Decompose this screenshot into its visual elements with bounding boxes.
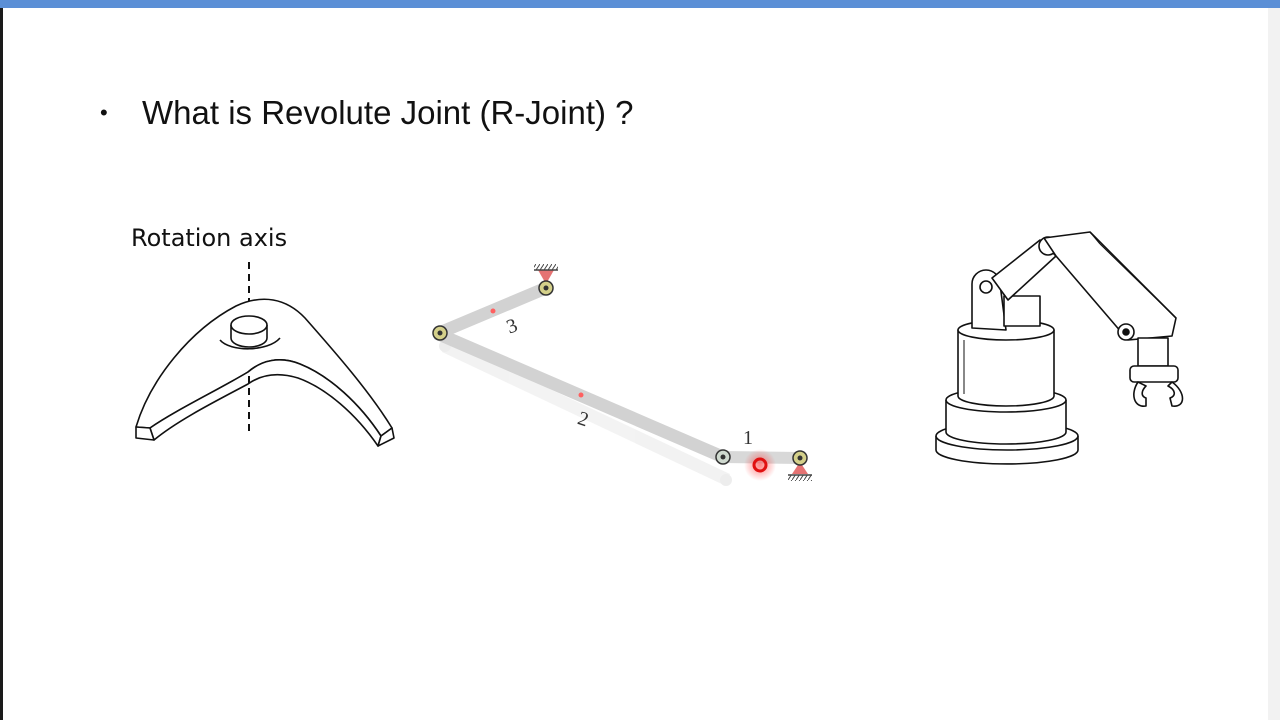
robot-shoulder-block [1003, 295, 1041, 327]
joint-lower [715, 449, 731, 465]
link-2-center-marker [578, 392, 584, 398]
linkage-mechanism: 3 2 1 [432, 264, 812, 486]
joint-ground-right [792, 450, 808, 466]
robot-shoulder-pin [979, 280, 993, 294]
hub-base-ring [219, 337, 281, 350]
pointer-highlight [744, 449, 776, 481]
slide-title: What is Revolute Joint (R-Joint) ? [142, 94, 634, 131]
part-right-end [377, 427, 395, 447]
bullet-glyph: • [100, 100, 108, 125]
robot-gripper-right-finger [1167, 381, 1184, 407]
rotation-axis-label: Rotation axis [131, 224, 288, 252]
ground-support-top [534, 264, 558, 284]
robot-wrist [1137, 337, 1169, 367]
window-left-edge [0, 8, 3, 720]
part-left-end [135, 426, 155, 441]
robot-gripper-left-finger [1133, 381, 1147, 407]
link-3-center-marker [490, 308, 496, 314]
joint-left [432, 325, 448, 341]
joint-ghost-b [720, 474, 732, 486]
link-2-ghost [442, 340, 730, 486]
window-right-edge [1268, 8, 1280, 720]
revolute-part-drawing [135, 262, 395, 447]
joint-ground-top [538, 280, 554, 296]
robot-forearm [1043, 231, 1177, 341]
robot-gripper-mount [1129, 365, 1179, 383]
robot-body [957, 330, 1055, 407]
link-3-label: 3 [504, 314, 521, 338]
link-1-label: 1 [743, 427, 753, 449]
slide-top-accent-bar [0, 0, 1280, 8]
hub-top [230, 315, 268, 335]
ground-support-right [788, 462, 812, 481]
slide-bullet-row: • What is Revolute Joint (R-Joint) ? [100, 88, 634, 138]
robot-arm-drawing [935, 231, 1184, 465]
